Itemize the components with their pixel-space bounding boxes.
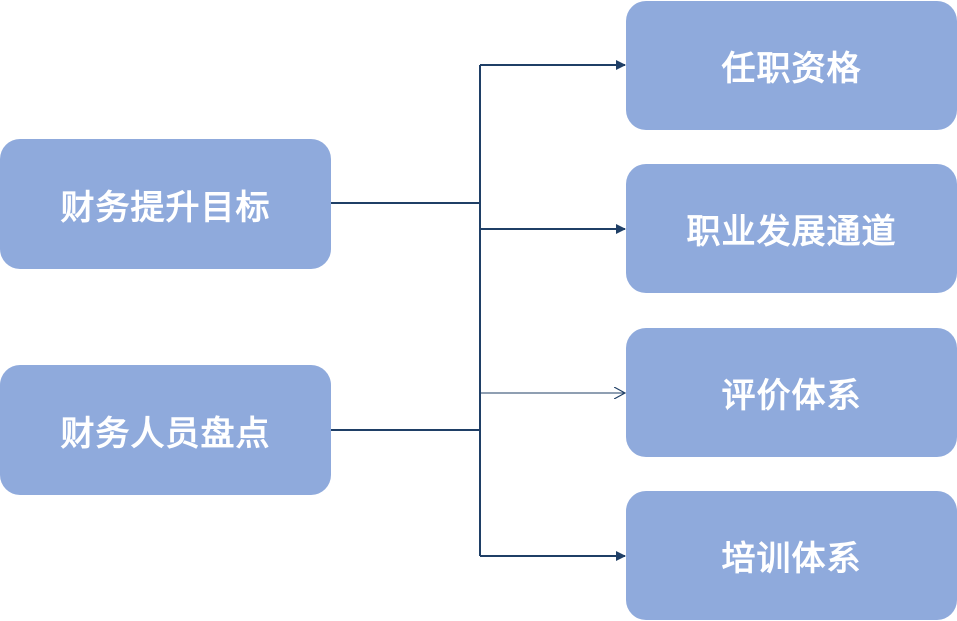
- target-node-label: 任职资格: [721, 49, 862, 89]
- source-node-label: 财务人员盘点: [60, 413, 271, 454]
- target-node-label: 职业发展通道: [686, 212, 897, 252]
- source-node-staff-review: 财务人员盘点: [0, 365, 331, 495]
- target-node-qualification: 任职资格: [626, 1, 957, 130]
- source-node-finance-goal: 财务提升目标: [0, 139, 331, 269]
- target-node-training: 培训体系: [626, 491, 957, 620]
- target-node-label: 评价体系: [721, 376, 862, 416]
- target-node-evaluation: 评价体系: [626, 328, 957, 457]
- target-node-career-path: 职业发展通道: [626, 164, 957, 293]
- target-node-label: 培训体系: [721, 539, 862, 579]
- source-node-label: 财务提升目标: [60, 187, 271, 228]
